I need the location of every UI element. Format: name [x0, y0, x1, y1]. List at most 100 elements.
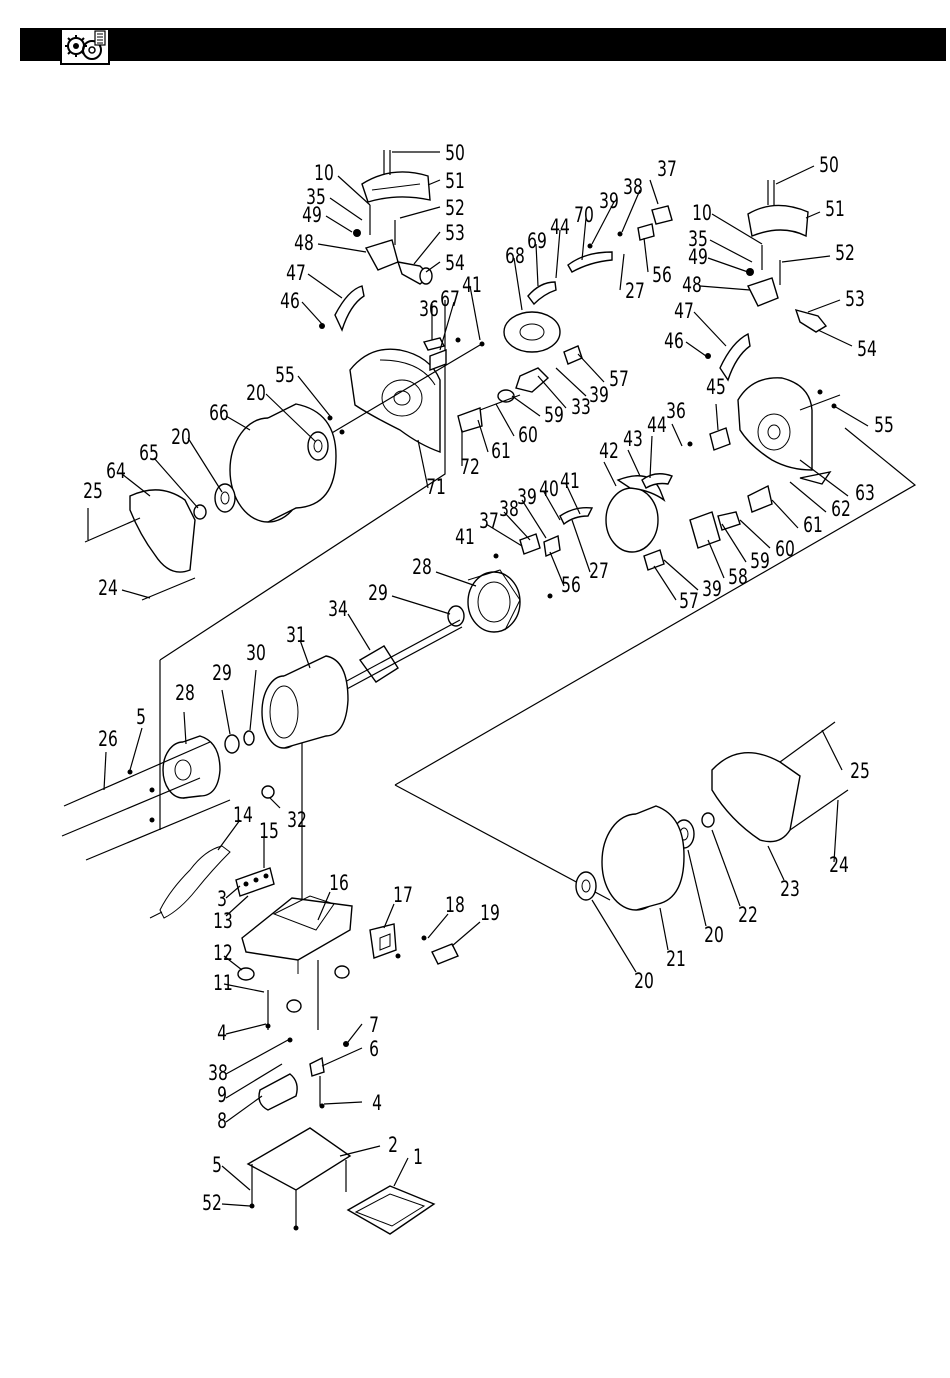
part-label-27: 27 [625, 278, 645, 303]
base-assembly [149, 845, 459, 1235]
part-label-39: 39 [589, 382, 609, 407]
part-label-24: 24 [829, 852, 849, 877]
part-label-57: 57 [679, 588, 699, 613]
part-label-5: 5 [212, 1152, 222, 1177]
part-label-66: 66 [209, 400, 229, 425]
part-label-52: 52 [202, 1190, 222, 1215]
part-label-36: 36 [419, 296, 439, 321]
part-label-71: 71 [426, 474, 446, 499]
part-label-46: 46 [664, 328, 684, 353]
leader-lines [87, 151, 869, 1207]
part-label-39: 39 [599, 188, 619, 213]
part-label-72: 72 [460, 454, 480, 479]
part-label-51: 51 [445, 168, 465, 193]
part-label-50: 50 [445, 140, 465, 165]
part-label-65: 65 [139, 440, 159, 465]
part-label-7: 7 [369, 1012, 379, 1037]
part-label-15: 15 [259, 818, 279, 843]
part-label-17: 17 [393, 882, 413, 907]
part-label-54: 54 [857, 336, 877, 361]
part-label-20: 20 [171, 424, 191, 449]
part-label-21: 21 [666, 946, 686, 971]
part-label-48: 48 [682, 272, 702, 297]
fastener-dots [127, 231, 837, 1231]
part-label-20: 20 [246, 380, 266, 405]
part-label-43: 43 [623, 426, 643, 451]
part-label-50: 50 [819, 152, 839, 177]
left-wheel-assembly [84, 403, 337, 601]
part-label-30: 30 [246, 640, 266, 665]
part-label-10: 10 [692, 200, 712, 225]
header-bar [20, 28, 946, 61]
part-label-57: 57 [609, 366, 629, 391]
part-label-35: 35 [688, 226, 708, 251]
part-label-5: 5 [136, 704, 146, 729]
part-label-42: 42 [599, 438, 619, 463]
part-label-24: 24 [98, 575, 118, 600]
part-label-39: 39 [517, 484, 537, 509]
part-label-47: 47 [674, 298, 694, 323]
left-guard-assembly [299, 150, 481, 456]
part-label-49: 49 [302, 202, 322, 227]
part-label-37: 37 [479, 508, 499, 533]
right-wheel-assembly [575, 721, 849, 911]
part-label-59: 59 [750, 548, 770, 573]
part-label-28: 28 [412, 554, 432, 579]
part-label-48: 48 [294, 230, 314, 255]
part-label-25: 25 [83, 478, 103, 503]
part-label-39: 39 [702, 576, 722, 601]
part-label-64: 64 [106, 458, 126, 483]
part-label-44: 44 [550, 214, 570, 239]
part-label-14: 14 [233, 802, 253, 827]
part-label-53: 53 [845, 286, 865, 311]
part-label-6: 6 [369, 1036, 379, 1061]
part-label-20: 20 [634, 968, 654, 993]
part-label-61: 61 [803, 512, 823, 537]
part-label-1: 1 [413, 1144, 423, 1169]
motor-assembly [61, 569, 521, 861]
part-label-29: 29 [368, 580, 388, 605]
right-guard-assembly [705, 180, 841, 485]
part-label-59: 59 [544, 402, 564, 427]
part-label-54: 54 [445, 250, 465, 275]
part-label-47: 47 [286, 260, 306, 285]
part-label-34: 34 [328, 596, 348, 621]
part-label-38: 38 [499, 496, 519, 521]
part-label-56: 56 [561, 572, 581, 597]
part-label-49: 49 [688, 244, 708, 269]
part-label-70: 70 [574, 202, 594, 227]
part-label-63: 63 [855, 480, 875, 505]
gear-document-icon-graphic [65, 30, 106, 60]
part-label-26: 26 [98, 726, 118, 751]
part-label-10: 10 [314, 160, 334, 185]
part-label-29: 29 [212, 660, 232, 685]
part-label-27: 27 [589, 558, 609, 583]
part-label-41: 41 [462, 272, 482, 297]
part-label-20: 20 [704, 922, 724, 947]
middle-right-assembly [519, 473, 773, 571]
part-label-4: 4 [372, 1090, 382, 1115]
part-label-3: 3 [217, 886, 227, 911]
part-label-2: 2 [388, 1132, 398, 1157]
part-label-55: 55 [275, 362, 295, 387]
part-label-16: 16 [329, 870, 349, 895]
part-label-19: 19 [480, 900, 500, 925]
part-label-46: 46 [280, 288, 300, 313]
part-label-38: 38 [208, 1060, 228, 1085]
part-label-37: 37 [657, 156, 677, 181]
part-label-4: 4 [217, 1020, 227, 1045]
part-label-23: 23 [780, 876, 800, 901]
part-label-69: 69 [527, 228, 547, 253]
middle-tool-rest-assembly [457, 205, 673, 433]
part-label-36: 36 [666, 398, 686, 423]
part-label-28: 28 [175, 680, 195, 705]
part-label-18: 18 [445, 892, 465, 917]
part-label-53: 53 [445, 220, 465, 245]
part-label-38: 38 [623, 174, 643, 199]
part-label-61: 61 [491, 438, 511, 463]
part-label-60: 60 [775, 536, 795, 561]
part-label-40: 40 [539, 476, 559, 501]
gear-document-icon [60, 28, 110, 65]
